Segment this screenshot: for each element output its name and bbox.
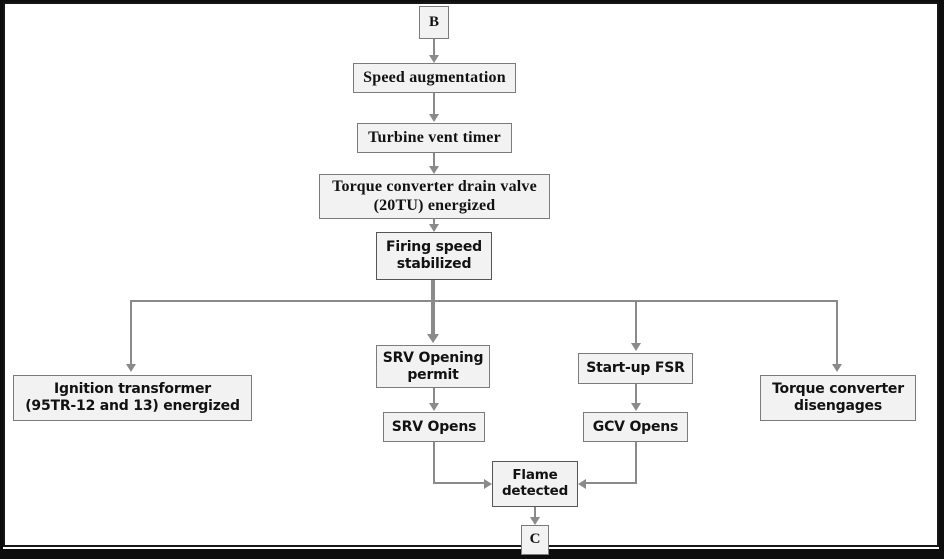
node-srv-opening-permit-label: SRV Opening permit bbox=[382, 349, 484, 383]
node-torque-converter-disengages-label: Torque converter disengages bbox=[772, 381, 904, 414]
arrowhead-srv-opens bbox=[429, 403, 439, 411]
frame-right-border bbox=[939, 0, 944, 559]
edge-gcv-opens-to-flame-detected bbox=[586, 482, 637, 484]
edge-drain-valve-to-firing-speed bbox=[433, 219, 435, 225]
node-gcv-opens: GCV Opens bbox=[583, 412, 688, 442]
edge-branch-to-ignition-transformer bbox=[130, 300, 132, 366]
node-flame-detected: Flame detected bbox=[492, 461, 578, 507]
edge-branch-to-srv-opening-permit bbox=[431, 300, 435, 336]
arrowhead-speed-augmentation bbox=[429, 55, 439, 63]
node-entry-connector-b: B bbox=[419, 6, 449, 39]
edge-firing-speed-trunk bbox=[431, 280, 435, 302]
edge-srv-opens-to-flame-detected bbox=[433, 482, 485, 484]
node-firing-speed-stabilized: Firing speed stabilized bbox=[376, 232, 492, 280]
arrowhead-torque-converter-disengages bbox=[832, 364, 842, 372]
arrowhead-flame-detected-right bbox=[578, 479, 586, 489]
edge-flame-detected-to-c bbox=[534, 507, 536, 519]
arrowhead-gcv-opens bbox=[631, 403, 641, 411]
arrowhead-flame-detected-left bbox=[484, 479, 492, 489]
node-flame-detected-label: Flame detected bbox=[501, 467, 569, 499]
node-torque-converter-drain-valve-label: Torque converter drain valve (20TU) ener… bbox=[332, 177, 537, 214]
arrowhead-startup-fsr bbox=[631, 343, 641, 351]
edge-branch-to-startup-fsr bbox=[635, 300, 637, 344]
edge-srv-permit-to-srv-opens bbox=[433, 388, 435, 404]
node-srv-opening-permit: SRV Opening permit bbox=[376, 345, 490, 388]
edge-b-to-speed-augmentation bbox=[433, 39, 435, 57]
node-srv-opens-label: SRV Opens bbox=[391, 418, 477, 435]
edge-distribution-bar bbox=[130, 300, 837, 302]
node-speed-augmentation-label: Speed augmentation bbox=[363, 68, 506, 86]
edge-gcv-opens-down bbox=[635, 442, 637, 483]
node-srv-opens: SRV Opens bbox=[383, 412, 485, 442]
node-torque-converter-drain-valve: Torque converter drain valve (20TU) ener… bbox=[319, 174, 550, 219]
node-firing-speed-stabilized-label: Firing speed stabilized bbox=[386, 239, 482, 272]
node-speed-augmentation: Speed augmentation bbox=[353, 63, 516, 93]
frame-left-border bbox=[0, 0, 3, 559]
edge-startup-fsr-to-gcv-opens bbox=[635, 384, 637, 404]
arrowhead-firing-speed bbox=[429, 224, 439, 232]
arrowhead-turbine-vent-timer bbox=[429, 114, 439, 122]
node-ignition-transformer-label: Ignition transformer (95TR-12 and 13) en… bbox=[25, 381, 240, 414]
edge-speed-augmentation-to-turbine-vent-timer bbox=[433, 93, 435, 115]
node-exit-connector-c-label: C bbox=[529, 531, 541, 548]
node-gcv-opens-label: GCV Opens bbox=[592, 418, 679, 435]
edge-branch-to-torque-converter-disengages bbox=[836, 300, 838, 366]
edge-turbine-vent-timer-to-drain-valve bbox=[433, 153, 435, 167]
arrowhead-ignition-transformer bbox=[126, 364, 136, 372]
node-entry-connector-b-label: B bbox=[428, 13, 439, 30]
edge-srv-opens-down bbox=[433, 442, 435, 483]
arrowhead-drain-valve bbox=[429, 166, 439, 174]
node-turbine-vent-timer-label: Turbine vent timer bbox=[368, 128, 501, 146]
node-startup-fsr: Start-up FSR bbox=[578, 353, 693, 384]
node-torque-converter-disengages: Torque converter disengages bbox=[760, 375, 916, 421]
node-ignition-transformer: Ignition transformer (95TR-12 and 13) en… bbox=[13, 375, 252, 421]
frame-top-border bbox=[0, 0, 944, 2]
arrowhead-exit-connector-c bbox=[530, 517, 540, 525]
arrowhead-srv-opening-permit bbox=[427, 334, 439, 343]
node-startup-fsr-label: Start-up FSR bbox=[586, 360, 685, 377]
frame-bottom-border bbox=[0, 549, 944, 559]
node-exit-connector-c: C bbox=[521, 525, 549, 555]
node-turbine-vent-timer: Turbine vent timer bbox=[357, 123, 512, 153]
